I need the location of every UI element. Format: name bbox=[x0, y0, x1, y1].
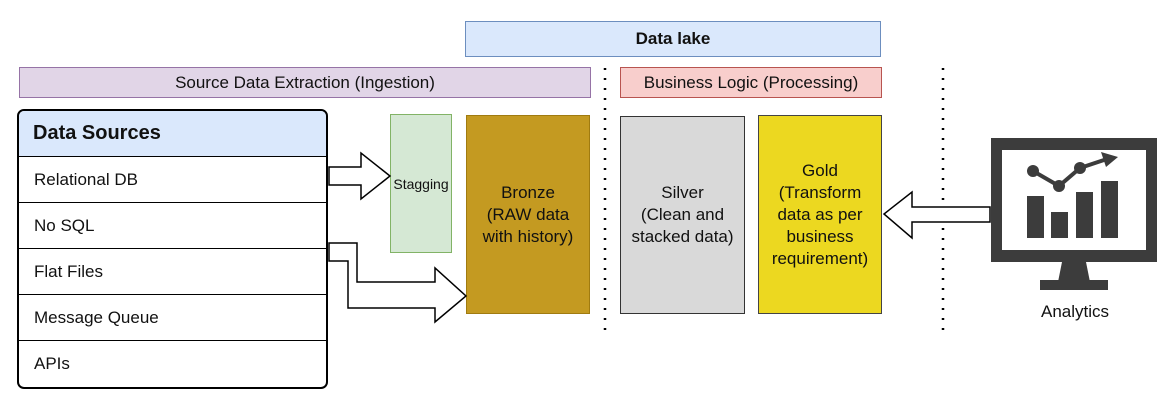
analytics-label: Analytics bbox=[1040, 302, 1110, 321]
analytics-monitor-icon bbox=[991, 138, 1157, 290]
stagging-box: Stagging bbox=[390, 114, 452, 253]
ingestion-banner: Source Data Extraction (Ingestion) bbox=[19, 67, 591, 98]
silver-label: Silver (Clean and stacked data) bbox=[631, 183, 734, 246]
source-item-message-queue: Message Queue bbox=[19, 295, 326, 341]
processing-banner: Business Logic (Processing) bbox=[620, 67, 882, 98]
arrow-analytics-to-gold bbox=[882, 190, 991, 240]
data-sources-table: Data Sources Relational DB No SQL Flat F… bbox=[17, 109, 328, 389]
source-item-no-sql: No SQL bbox=[19, 203, 326, 249]
bronze-label: Bronze (RAW data with history) bbox=[482, 182, 574, 246]
source-item-apis: APIs bbox=[34, 354, 70, 373]
data-sources-title: Data Sources bbox=[19, 111, 326, 157]
bronze-box: Bronze (RAW data with history) bbox=[466, 115, 590, 314]
arrow-sources-to-stagging bbox=[328, 151, 392, 201]
source-item-flat-files: Flat Files bbox=[19, 249, 326, 295]
data-lake-banner: Data lake bbox=[465, 21, 881, 57]
gold-box: Gold (Transform data as per business req… bbox=[758, 115, 882, 314]
silver-box: Silver (Clean and stacked data) bbox=[620, 116, 745, 314]
gold-label: Gold (Transform data as per business req… bbox=[771, 160, 869, 268]
source-item-relational-db: Relational DB bbox=[19, 157, 326, 203]
arrow-sources-to-bronze bbox=[328, 242, 468, 324]
stagging-label: Stagging bbox=[393, 175, 449, 192]
